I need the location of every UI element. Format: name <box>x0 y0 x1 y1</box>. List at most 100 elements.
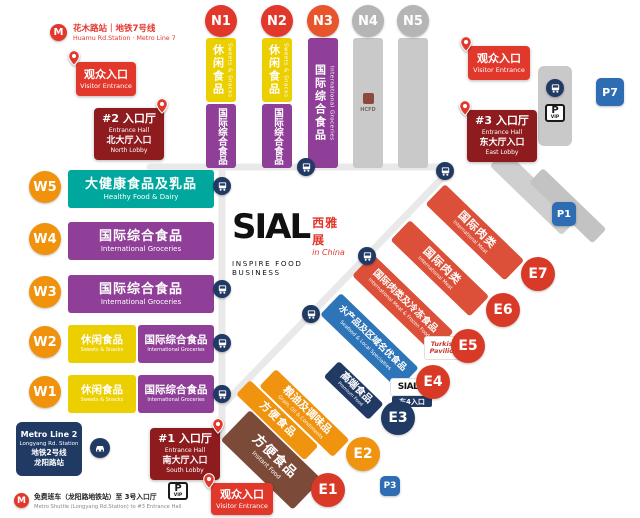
hall-w4-block: 国际综合食品 International Groceries <box>68 222 214 260</box>
entrance-label-en: Visitor Entrance <box>80 81 132 90</box>
entrance-label-en: Visitor Entrance <box>216 501 268 510</box>
metro-line2-cn2: 龙阳路站 <box>34 458 64 468</box>
hall-num: #2 入口厅 <box>102 112 156 126</box>
hall-en: Entrance Hall <box>164 447 206 455</box>
location-pin-icon <box>203 473 215 489</box>
hall-badge-w2: W2 <box>29 326 61 358</box>
location-pin-icon <box>212 418 224 434</box>
parking-p-label: P <box>174 482 182 494</box>
hall-badge-e5: E5 <box>451 329 485 363</box>
hall-w1-snacks-block: 休闲食品 Sweets & Snacks <box>68 375 136 413</box>
hall-badge-e4: E4 <box>416 365 450 399</box>
parking-p3: P3 <box>380 476 400 496</box>
east4-gate-badge: 东4入口 <box>392 396 432 407</box>
hall-w2-snacks-block: 休闲食品 Sweets & Snacks <box>68 325 136 363</box>
location-pin-icon <box>68 50 80 66</box>
metro-line7-cn: 花木路站｜地铁7号线 <box>73 24 156 34</box>
metro-icon: M <box>14 493 29 508</box>
hall-badge-e3: E3 <box>381 401 415 435</box>
hall-label-en: International Groceries <box>328 65 335 141</box>
hall-label-cn: 大健康食品及乳品 <box>84 176 197 192</box>
hall-badge-w3: W3 <box>29 276 61 308</box>
hall-badge-w1: W1 <box>29 376 61 408</box>
bus-stop-icon <box>213 177 231 195</box>
hall-badge-e1: E1 <box>311 473 345 507</box>
metro-line7-en: Huamu Rd.Station · Metro Line 7 <box>73 35 176 43</box>
hall-n3-block: 国际综合食品 International Groceries <box>308 38 338 168</box>
parking-vip-label: VIP <box>550 114 560 120</box>
hall-badge-n5: N5 <box>397 5 429 37</box>
hcfd-logo-icon <box>362 93 374 104</box>
hall-n4-block: HCFD <box>353 38 383 168</box>
hall-badge-w5: W5 <box>29 171 61 203</box>
bus-stop-icon <box>213 385 231 403</box>
entrance-label-en: Visitor Entrance <box>473 65 525 74</box>
bus-stop-icon <box>358 247 376 265</box>
hall-lobby: North Lobby <box>110 147 148 155</box>
parking-vip-south: P VIP <box>168 482 188 500</box>
hall-badge-n2: N2 <box>261 5 293 37</box>
hall-label-en: Sweets & Snacks <box>226 42 233 98</box>
location-pin-icon <box>459 100 471 116</box>
shuttle-cn: 免费班车（龙阳路地铁站）至 3号入口厅 <box>34 493 157 501</box>
shuttle-en: Metro Shuttle (Longyang Rd.Station) to #… <box>34 503 182 510</box>
hall-num: #1 入口厅 <box>158 432 212 446</box>
bus-stop-icon <box>213 280 231 298</box>
hall-en: Entrance Hall <box>481 129 523 137</box>
hall-badge-e6: E6 <box>486 293 520 327</box>
sial-logo: SIAL 西雅展 in China INSPIRE FOOD BUSINESS <box>232 207 350 277</box>
hall-cn: 南大厅入口 <box>162 456 208 467</box>
hall-label-en: Sweets & Snacks <box>80 347 124 354</box>
hall-en: Entrance Hall <box>108 127 150 135</box>
entrance-label-cn: 观众入口 <box>477 52 521 66</box>
shuttle-note: 免费班车（龙阳路地铁站）至 3号入口厅 Metro Shuttle (Longy… <box>34 492 181 511</box>
metro-line2-box: Metro Line 2 Longyang Rd. Station 地铁2号线 … <box>16 422 82 476</box>
hcfd-logo-text: HCFD <box>360 107 376 113</box>
parking-p7: P7 <box>596 78 624 106</box>
hall-label-cn: 国际综合食品 <box>144 334 208 347</box>
hall-label-cn: 国际综合食品 <box>272 107 283 165</box>
bus-stop-icon <box>436 162 454 180</box>
hall-badge-e2: E2 <box>346 437 380 471</box>
logo-cn: 西雅展 <box>312 216 339 247</box>
hall-num: #3 入口厅 <box>475 114 529 128</box>
hall-w5-block: 大健康食品及乳品 Healthy Food & Dairy <box>68 170 214 208</box>
metro-line2-en2: Longyang Rd. Station <box>19 440 79 447</box>
hall-badge-n1: N1 <box>205 5 237 37</box>
hall-label-cn: 休闲食品 <box>81 334 123 347</box>
entrance-label-cn: 观众入口 <box>84 68 128 82</box>
hall-badge-w4: W4 <box>29 223 61 255</box>
hall-label-cn: 休闲食品 <box>267 44 281 96</box>
visitor-entrance-northeast: 观众入口 Visitor Entrance <box>468 46 530 80</box>
bus-stop-icon <box>213 334 231 352</box>
location-pin-icon <box>156 98 168 114</box>
hall-label-cn: 国际综合食品 <box>144 384 208 397</box>
metro-line2-cn1: 地铁2号线 <box>31 447 67 457</box>
parking-p-label: P <box>551 104 559 116</box>
hall-label-en: Sweets & Snacks <box>80 397 124 404</box>
hall-label-cn: 休闲食品 <box>211 44 225 96</box>
bus-stop-icon <box>546 79 564 97</box>
entrance-label-cn: 观众入口 <box>220 488 264 502</box>
hall-n5-block <box>398 38 428 168</box>
parking-vip-label: VIP <box>173 492 183 498</box>
hall-badge-n3: N3 <box>307 5 339 37</box>
hall-label-cn: 休闲食品 <box>81 384 123 397</box>
hall-cn: 东大厅入口 <box>479 138 525 149</box>
hall-lobby: South Lobby <box>166 467 204 475</box>
hall-cn: 北大厅入口 <box>106 136 152 147</box>
car-icon <box>90 438 110 458</box>
hall-w3-block: 国际综合食品 International Groceries <box>68 275 214 313</box>
bus-stop-icon <box>302 305 320 323</box>
logo-brand: SIAL <box>232 207 311 247</box>
metro-line2-en1: Metro Line 2 <box>20 429 78 439</box>
logo-tagline: INSPIRE FOOD BUSINESS <box>232 259 303 277</box>
metro-icon: M <box>50 24 67 41</box>
hall-label-cn: 国际综合食品 <box>98 228 183 244</box>
hall-n2-snacks-block: 休闲食品 Sweets & Snacks <box>262 38 292 102</box>
hall-label-en: International Groceries <box>100 297 182 306</box>
hall-label-cn: 国际综合食品 <box>98 281 183 297</box>
hall-label-en: Sweets & Snacks <box>282 42 289 98</box>
bus-stop-icon <box>297 158 315 176</box>
visitor-entrance-south: 观众入口 Visitor Entrance <box>211 483 273 515</box>
